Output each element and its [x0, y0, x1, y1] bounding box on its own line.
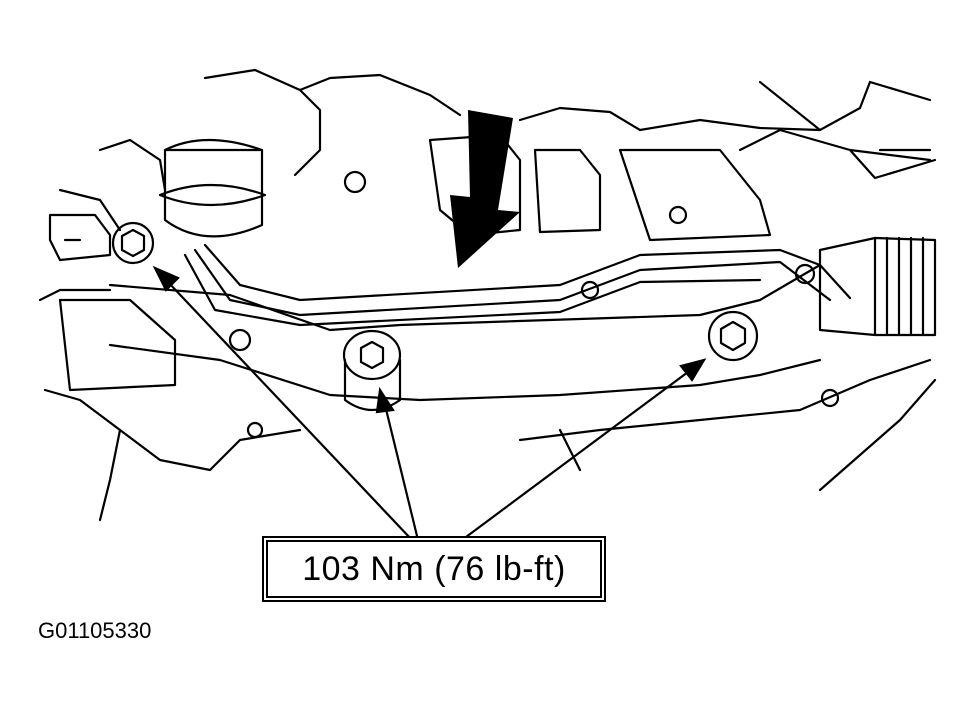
- leader-arrow-center: [375, 386, 395, 414]
- fastener: [228, 328, 252, 352]
- fastener: [343, 170, 367, 194]
- fastener: [794, 263, 816, 285]
- fastener: [668, 205, 688, 225]
- fastener: [246, 421, 264, 439]
- leader-line-center: [383, 404, 420, 541]
- leader-line-left: [167, 281, 413, 541]
- right-crossmember: [738, 128, 937, 180]
- torque-callout: 103 Nm (76 lb-ft): [266, 540, 602, 598]
- fluid-line-lower: [193, 248, 832, 317]
- rack-boot-bellows: [818, 236, 937, 337]
- cylinder-housing: [158, 138, 267, 238]
- fastener: [580, 280, 600, 300]
- torque-value: 103 Nm (76 lb-ft): [302, 549, 566, 588]
- bolt-left: [111, 221, 155, 265]
- bolt-right: [707, 310, 759, 362]
- direction-arrow: [450, 110, 520, 268]
- leader-arrow-right: [679, 358, 707, 382]
- fluid-line-upper: [203, 243, 852, 302]
- leader-arrow-left: [152, 265, 180, 292]
- bolt-center: [342, 329, 402, 412]
- leader-line-right: [461, 371, 689, 541]
- left-bracket: [48, 213, 177, 392]
- fluid-line-third: [183, 253, 762, 327]
- figure-id: G01105330: [38, 618, 152, 643]
- rack-housing: [108, 263, 822, 402]
- fastener: [820, 388, 840, 408]
- engine-block-outline: [38, 68, 937, 522]
